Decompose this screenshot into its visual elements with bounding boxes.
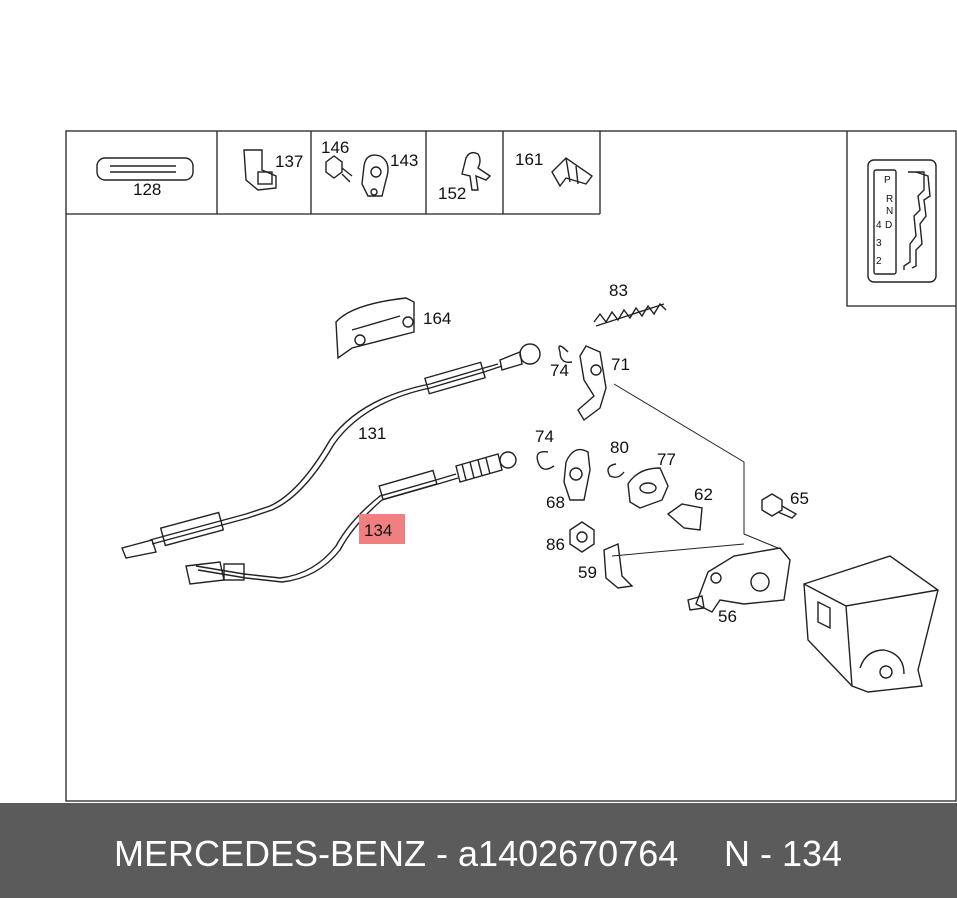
callout-131: 131 (358, 424, 386, 443)
gear-labels: P R N D 4 3 2 (876, 175, 893, 267)
callout-86: 86 (546, 535, 565, 554)
part-62-bracket (666, 503, 703, 531)
part-74-clip-lower (536, 451, 555, 470)
part-131-cable (121, 343, 541, 559)
gear-3: 3 (876, 238, 882, 249)
part-74-clip-upper (558, 345, 573, 363)
callout-77: 77 (657, 450, 676, 469)
callout-128: 128 (133, 180, 161, 199)
callout-134: 134 (364, 521, 392, 540)
callout-74-upper: 74 (550, 361, 569, 380)
callout-152: 152 (438, 184, 466, 203)
part-68-plate (563, 448, 591, 501)
gear-selector-plate (867, 159, 937, 283)
part-161-clip (551, 157, 593, 188)
footer-brand-number: MERCEDES-BENZ - a1402670764 (114, 833, 679, 874)
callout-59: 59 (578, 563, 597, 582)
gear-p: P (884, 175, 891, 186)
part-164-cover (335, 297, 415, 360)
callout-146: 146 (321, 138, 349, 157)
inset-boxes (66, 131, 956, 307)
part-59-bracket (603, 542, 634, 589)
part-86-nut (569, 521, 595, 553)
gear-2: 2 (876, 256, 882, 267)
gear-n: N (886, 206, 893, 217)
footer-position-label: N - 134 (724, 833, 843, 874)
callout-83: 83 (609, 281, 628, 300)
part-65-bolt (761, 493, 798, 519)
callout-56: 56 (718, 607, 737, 626)
diagram-frame (65, 130, 957, 802)
footer-bar: MERCEDES-BENZ - a1402670764 N - 134 (0, 803, 957, 898)
part-128-badge (96, 157, 194, 181)
part-80-clip (607, 463, 625, 479)
callout-143: 143 (390, 151, 418, 170)
highlight-box (359, 514, 405, 544)
gear-4: 4 (876, 220, 882, 231)
callout-161: 161 (515, 150, 543, 169)
callout-71: 71 (611, 355, 630, 374)
part-143-clamp (361, 154, 389, 197)
part-137-clip (243, 149, 277, 191)
callout-137: 137 (275, 152, 303, 171)
callout-164: 164 (423, 309, 451, 328)
part-71-lever (577, 345, 607, 422)
part-152-clip (461, 151, 492, 191)
gear-housing (803, 555, 939, 693)
callout-74-lower: 74 (535, 427, 554, 446)
gear-r: R (886, 194, 893, 205)
part-56-assembly (687, 547, 791, 613)
part-77-cam (627, 467, 669, 509)
part-83-spring (593, 302, 667, 327)
callout-65: 65 (790, 489, 809, 508)
part-134-cable (185, 451, 517, 585)
callout-62: 62 (694, 485, 713, 504)
callout-68: 68 (546, 493, 565, 512)
callout-80: 80 (610, 438, 629, 457)
leader-lines (611, 383, 779, 557)
gear-d: D (885, 220, 892, 231)
part-146-bolt (325, 155, 353, 183)
